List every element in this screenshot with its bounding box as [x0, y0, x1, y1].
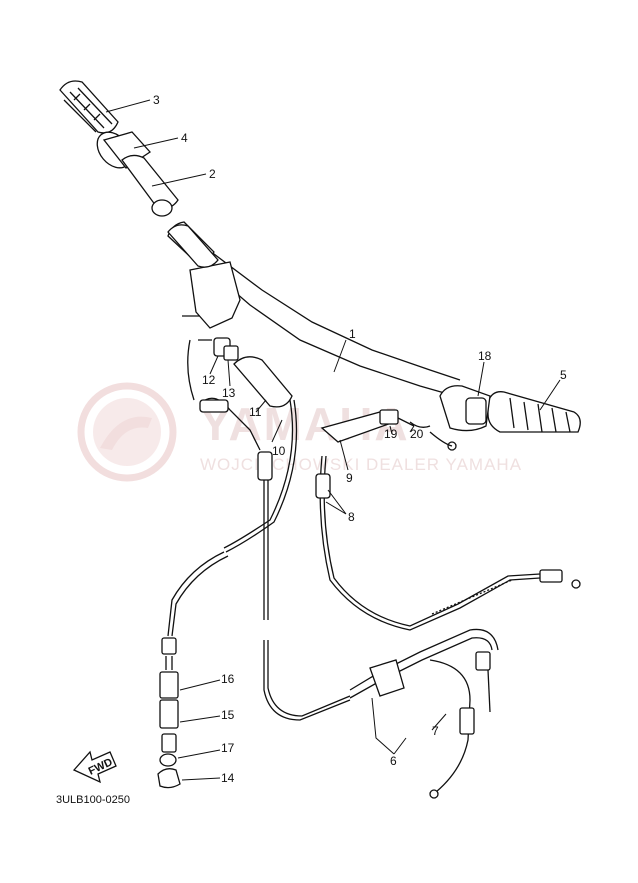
callout-1: 1 [349, 327, 356, 341]
callout-8: 8 [348, 510, 355, 524]
diagram-code: 3ULB100-0250 [56, 794, 130, 806]
fwd-arrow: FWD [72, 750, 117, 784]
callout-17: 17 [221, 741, 235, 755]
callout-20: 20 [410, 427, 424, 441]
callout-13: 13 [222, 386, 236, 400]
callout-19: 19 [384, 427, 398, 441]
callout-15: 15 [221, 708, 235, 722]
grip-collar [96, 131, 151, 169]
callout-18: 18 [478, 349, 492, 363]
callout-10: 10 [272, 444, 286, 458]
cable-adjuster-stack [157, 637, 181, 789]
callout-6: 6 [390, 754, 397, 768]
callouts: 3 4 2 1 18 5 12 13 11 19 20 10 9 8 16 15… [153, 93, 567, 785]
callout-9: 9 [346, 471, 353, 485]
right-grip [487, 391, 581, 433]
callout-16: 16 [221, 672, 235, 686]
callout-14: 14 [221, 771, 235, 785]
callout-11: 11 [249, 405, 262, 419]
brake-cable [315, 455, 581, 631]
callout-12: 12 [202, 373, 216, 387]
leader-lines [105, 99, 561, 781]
callout-2: 2 [209, 167, 216, 181]
throttle-cable [167, 339, 351, 721]
choke-cable [349, 628, 499, 799]
right-switch-housing [439, 385, 491, 432]
left-holder-assembly [182, 315, 293, 408]
callout-7: 7 [432, 724, 439, 738]
callout-5: 5 [560, 368, 567, 382]
callout-4: 4 [181, 131, 188, 145]
throttle-grip-tube [121, 154, 219, 268]
callout-3: 3 [153, 93, 160, 107]
watermark-subtitle: WOJCIECHOWSKI DEALER YAMAHA [200, 455, 522, 474]
brake-lever-assembly [320, 409, 457, 451]
left-grip [59, 80, 119, 134]
watermark-logo [77, 382, 177, 482]
